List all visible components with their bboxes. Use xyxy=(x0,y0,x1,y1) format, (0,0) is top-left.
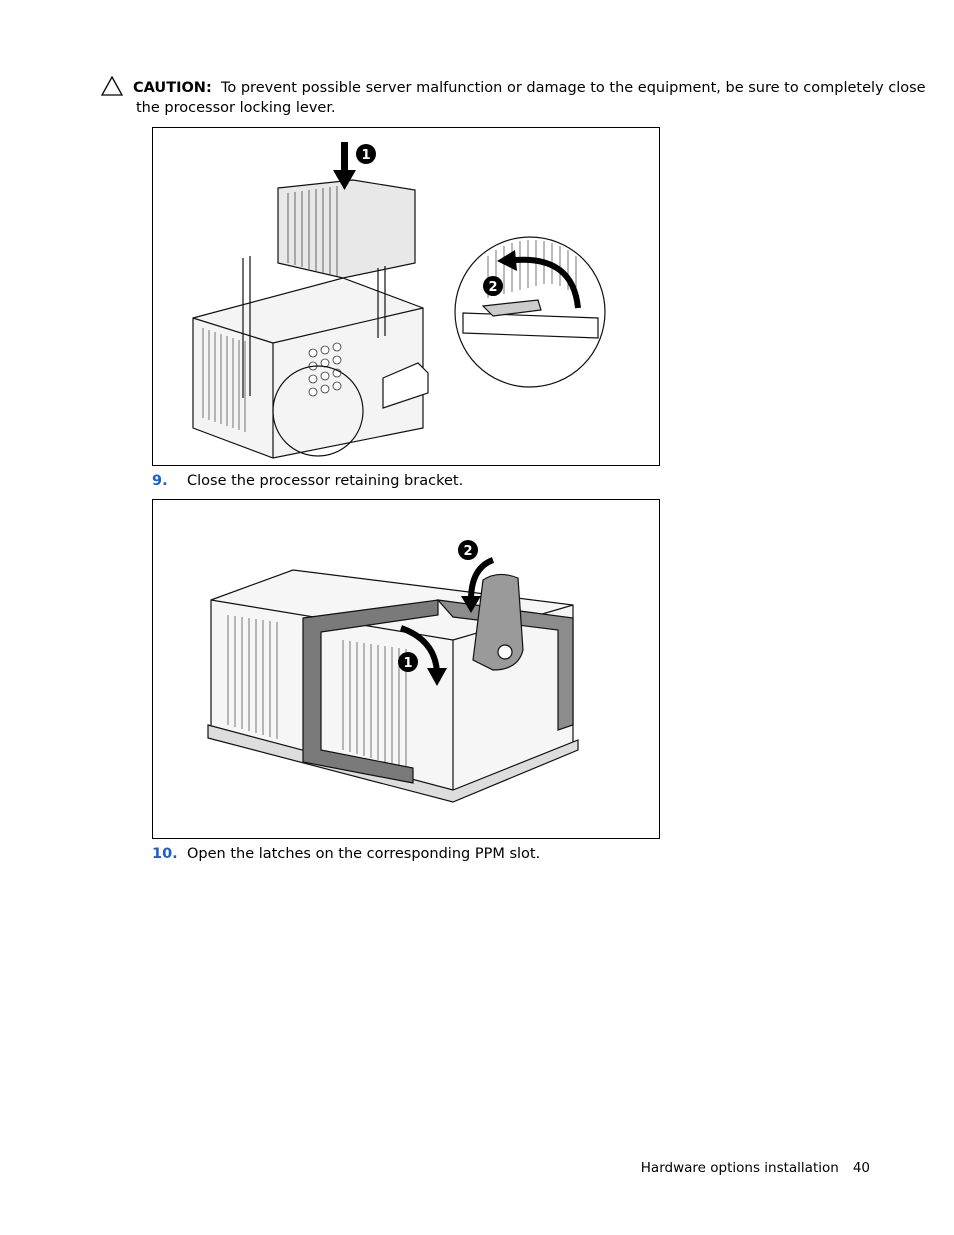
retaining-bracket xyxy=(302,599,574,784)
callout-badge-2: 2 xyxy=(483,276,503,296)
footer-section: Hardware options installation xyxy=(640,1160,839,1176)
curved-arrow-icon xyxy=(399,625,447,686)
caution-text-2: the processor locking lever. xyxy=(136,100,336,116)
step-text: Close the processor retaining bracket. xyxy=(187,473,464,489)
step-text: Open the latches on the corresponding PP… xyxy=(187,846,541,862)
curved-arrow-icon xyxy=(497,250,581,309)
callout-badge-1: 1 xyxy=(356,144,376,164)
bracket-illustration: 2 1 xyxy=(207,540,579,803)
step-number: 10. xyxy=(152,846,178,862)
heatsink-illustration: 1 2 xyxy=(192,142,606,459)
svg-text:2: 2 xyxy=(463,544,472,559)
caution-line-1: CAUTION: To prevent possible server malf… xyxy=(133,78,926,98)
figure-retaining-bracket: 2 1 xyxy=(152,499,660,839)
page-number: 40 xyxy=(852,1160,870,1176)
curved-arrow-icon xyxy=(461,557,495,613)
svg-text:1: 1 xyxy=(403,656,412,671)
step-number: 9. xyxy=(152,473,168,489)
caution-triangle-icon xyxy=(101,76,123,96)
svg-text:2: 2 xyxy=(488,280,497,295)
callout-badge-1: 1 xyxy=(398,652,418,672)
arrow-down-icon xyxy=(333,142,356,190)
caution-text-1: To prevent possible server malfunction o… xyxy=(220,80,926,96)
caution-label: CAUTION: xyxy=(133,80,212,96)
svg-text:1: 1 xyxy=(361,148,370,163)
figure-heatsink-locking-lever: 1 2 xyxy=(152,127,660,466)
callout-badge-2: 2 xyxy=(458,540,478,560)
page-footer: Hardware options installation 40 xyxy=(620,1160,870,1176)
